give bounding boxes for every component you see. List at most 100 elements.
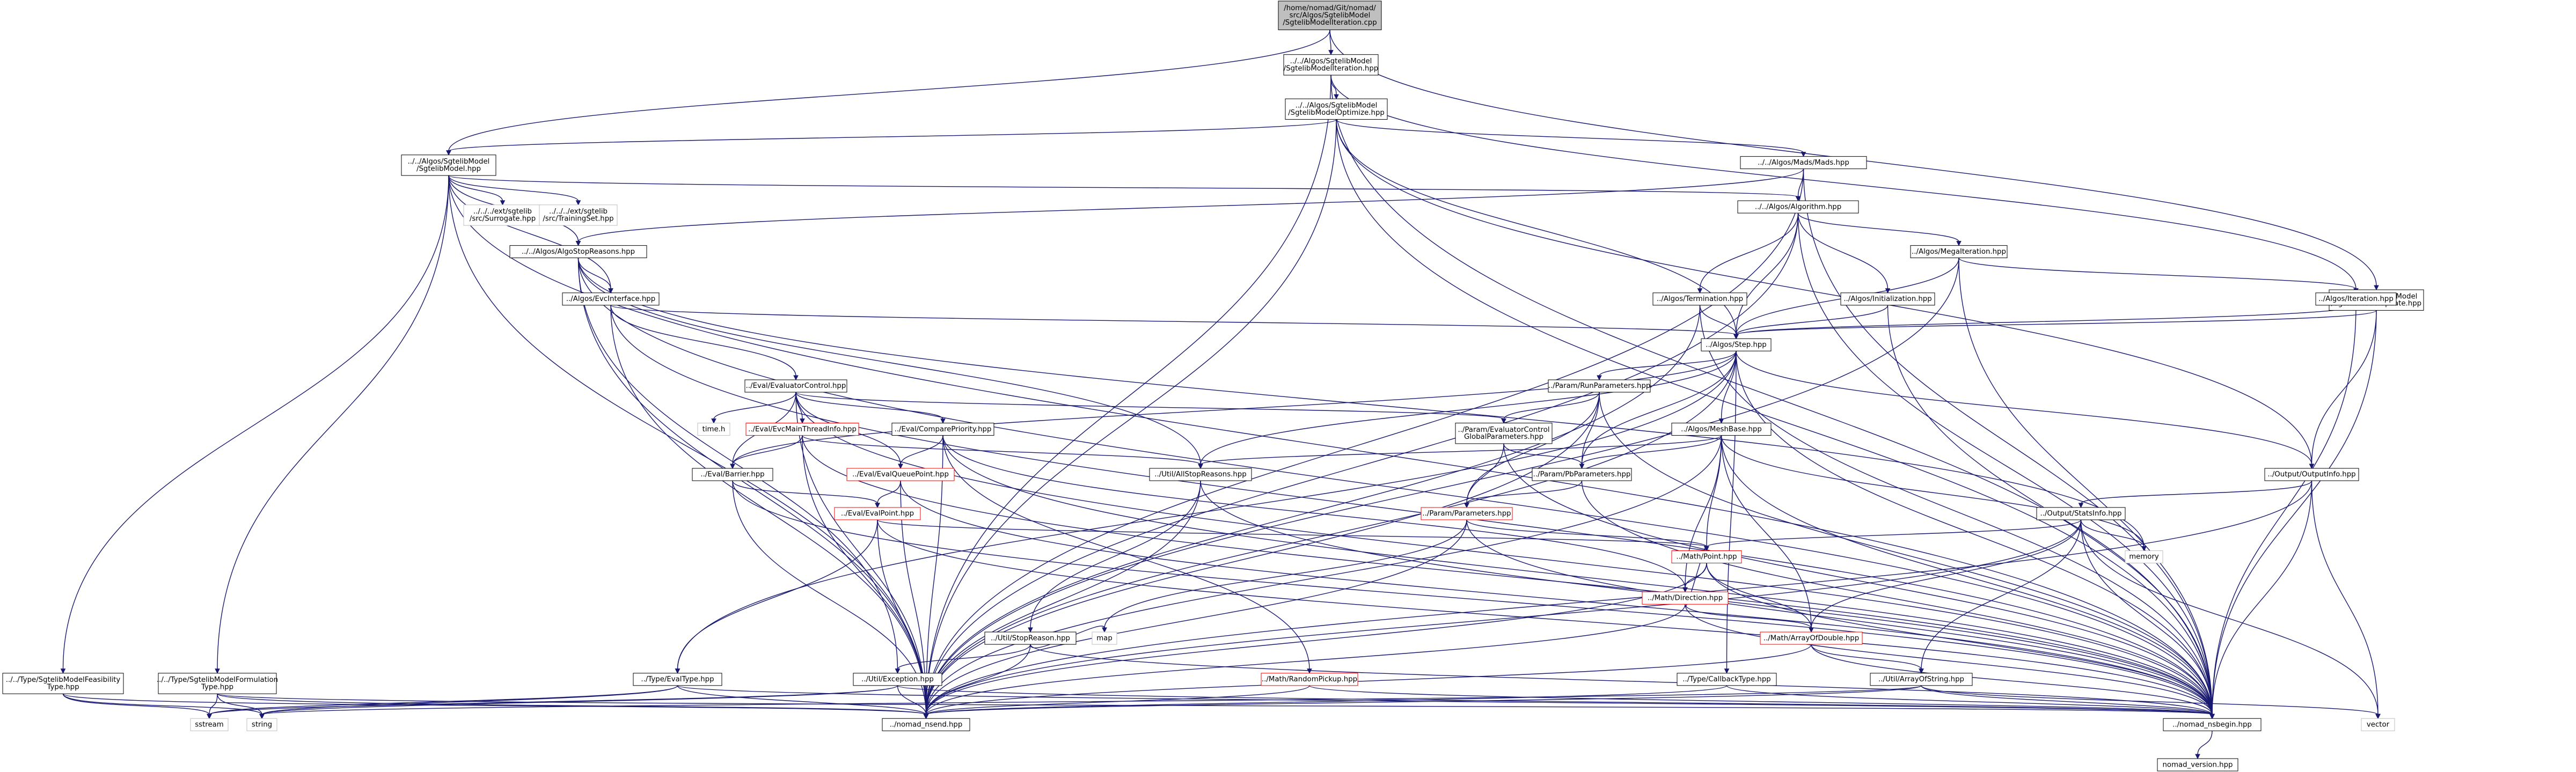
- node-memory: memory: [2125, 550, 2163, 564]
- dependency-edge: [261, 685, 1922, 715]
- node-direction-hpp[interactable]: ../Math/Direction.hpp: [1642, 591, 1729, 605]
- node-evalpoint-hpp[interactable]: ../Eval/EvalPoint.hpp: [834, 507, 921, 520]
- dependency-edge: [942, 435, 1686, 589]
- node-arrayofdouble-hpp[interactable]: ../Math/ArrayOfDouble.hpp: [1760, 631, 1863, 645]
- node-smi-hpp[interactable]: ../../Algos/SgtelibModel/SgtelibModelIte…: [1283, 54, 1379, 76]
- dependency-edge: [925, 481, 1201, 715]
- dependency-edge: [1503, 443, 2213, 715]
- node-box: [2163, 718, 2262, 731]
- node-evcmainthreadinfo-hpp[interactable]: ../Eval/EvcMainThreadInfo.hpp: [745, 423, 859, 436]
- node-evaluatorcontrol-hpp[interactable]: ../Eval/EvaluatorControl.hpp: [744, 379, 847, 393]
- node-comparepriority-hpp[interactable]: ../Eval/ComparePriority.hpp: [891, 423, 994, 436]
- node-box: [2361, 718, 2395, 731]
- node-label: /SgtelibModelIteration.hpp: [1284, 64, 1378, 72]
- dependency-edge: [1336, 119, 2312, 465]
- dependency-edge: [1685, 435, 1722, 589]
- node-box: [2157, 758, 2238, 771]
- dependency-edge: [610, 305, 796, 376]
- node-box: [1261, 673, 1358, 686]
- node-iteration-hpp[interactable]: ../Algos/Iteration.hpp: [2315, 292, 2397, 306]
- dependency-edge: [610, 305, 2213, 715]
- node-parameters-hpp[interactable]: ../Param/Parameters.hpp: [1421, 507, 1513, 520]
- node-allstopreasons-hpp[interactable]: ../Util/AllStopReasons.hpp: [1149, 468, 1252, 481]
- node-evaluatorcontrolglobal-hpp[interactable]: ../Param/EvaluatorControlGlobalParameter…: [1455, 423, 1553, 444]
- node-label: /SgtelibModel.hpp: [416, 165, 481, 173]
- edge-arrowhead: [1718, 418, 1724, 424]
- node-smo-hpp[interactable]: ../../Algos/SgtelibModel/SgtelibModelOpt…: [1285, 98, 1388, 120]
- dependency-edge: [877, 480, 901, 504]
- edge-arrowhead: [923, 714, 929, 719]
- dependency-edge: [2080, 519, 2145, 547]
- edge-arrowhead: [1464, 503, 1469, 509]
- dependency-edge: [1811, 644, 2213, 715]
- edge-arrowhead: [1307, 668, 1312, 674]
- node-meshbase-hpp[interactable]: ../Algos/MeshBase.hpp: [1671, 423, 1772, 436]
- node-label: ../../Algos/SgtelibModel: [1296, 101, 1378, 109]
- node-barrier-hpp[interactable]: ../Eval/Barrier.hpp: [692, 468, 773, 481]
- node-callbacktype-hpp[interactable]: ../Type/CallbackType.hpp: [1677, 673, 1777, 686]
- node-label: sstream: [195, 720, 224, 729]
- dependency-edge: [877, 519, 1707, 548]
- node-label: ../../../ext/sgtelib: [473, 208, 532, 216]
- node-label: /home/nomad/Git/nomad/: [1284, 4, 1376, 12]
- node-runparameters-hpp[interactable]: ../Param/RunParameters.hpp: [1548, 379, 1651, 393]
- node-box: [834, 507, 921, 520]
- node-mads-hpp[interactable]: ../../Algos/Mads/Mads.hpp: [1740, 156, 1867, 170]
- node-label: ../nomad_nsbegin.hpp: [2172, 720, 2252, 729]
- node-outputinfo-hpp[interactable]: ../Output/OutputInfo.hpp: [2264, 468, 2359, 481]
- dependency-edge: [1503, 392, 1600, 420]
- node-feas-hpp[interactable]: ../../Type/SgtelibModelFeasibilityType.h…: [2, 673, 124, 694]
- node-evaltype-hpp[interactable]: ../Type/EvalType.hpp: [633, 673, 722, 686]
- node-exception-hpp[interactable]: ../Util/Exception.hpp: [853, 673, 942, 686]
- dependency-edge: [1699, 213, 1799, 289]
- dependency-edge: [897, 685, 2213, 715]
- dependency-edge: [1581, 392, 1600, 465]
- node-box: [2315, 292, 2397, 306]
- edge-arrowhead: [446, 150, 451, 156]
- node-form-hpp[interactable]: ../../Type/SgtelibModelFormulationType.h…: [157, 673, 278, 694]
- dependency-edge: [448, 175, 927, 715]
- node-termination-hpp[interactable]: ../Algos/Termination.hpp: [1652, 292, 1747, 306]
- node-label: ../Util/StopReason.hpp: [991, 634, 1070, 642]
- node-pbparameters-hpp[interactable]: ../Param/PbParameters.hpp: [1532, 468, 1632, 481]
- dependency-edge: [448, 30, 1330, 151]
- node-box: [2264, 468, 2359, 481]
- node-step-hpp[interactable]: ../Algos/Step.hpp: [1701, 338, 1772, 351]
- node-box: [1701, 338, 1772, 351]
- node-box: [190, 718, 229, 731]
- node-statsinfo-hpp[interactable]: ../Output/StatsInfo.hpp: [2036, 507, 2126, 520]
- node-initialization-hpp[interactable]: ../Algos/Initialization.hpp: [1840, 292, 1935, 306]
- edge-arrowhead: [675, 668, 680, 674]
- node-evcinterface-hpp[interactable]: ../Algos/EvcInterface.hpp: [562, 292, 660, 306]
- node-evalqueuepoint-hpp[interactable]: ../Eval/EvalQueuePoint.hpp: [846, 468, 955, 481]
- node-algorithm-hpp[interactable]: ../../Algos/Algorithm.hpp: [1737, 200, 1859, 214]
- node-nomad-nsend[interactable]: ../nomad_nsend.hpp: [882, 718, 970, 731]
- dependency-edge: [1599, 351, 1737, 377]
- dependency-edge: [2197, 731, 2213, 755]
- node-stopreason-hpp[interactable]: ../Util/StopReason.hpp: [984, 631, 1077, 645]
- dependency-edge: [1797, 212, 1959, 242]
- dependency-edge: [802, 435, 1201, 465]
- node-megaiteration-hpp[interactable]: ../Algos/MegaIteration.hpp: [1910, 245, 2008, 259]
- edge-arrowhead: [1328, 50, 1334, 55]
- node-randompickup-hpp[interactable]: ../Math/RandomPickup.hpp: [1261, 673, 1358, 686]
- node-box: [697, 423, 730, 436]
- edge-arrowhead: [1334, 94, 1339, 100]
- dependency-edge: [1811, 519, 2082, 629]
- node-nomad-nsbegin[interactable]: ../nomad_nsbegin.hpp: [2163, 718, 2262, 731]
- node-nomad-version[interactable]: nomad_version.hpp: [2157, 758, 2238, 771]
- dependency-edge: [925, 519, 2082, 715]
- node-box: [853, 673, 942, 686]
- node-label: ../Algos/EvcInterface.hpp: [566, 295, 655, 303]
- node-point-hpp[interactable]: ../Math/Point.hpp: [1671, 550, 1742, 564]
- node-algostopreasons-hpp[interactable]: ../../Algos/AlgoStopReasons.hpp: [509, 245, 647, 259]
- edge-arrowhead: [940, 418, 946, 424]
- node-root: /home/nomad/Git/nomad/src/Algos/SgtelibM…: [1278, 1, 1382, 31]
- edge-arrowhead: [1704, 546, 1709, 552]
- node-box: [1737, 200, 1859, 214]
- node-arrayofstring-hpp[interactable]: ../Util/ArrayOfString.hpp: [1870, 673, 1973, 686]
- node-label: /SgtelibModelOptimize.hpp: [1288, 109, 1385, 117]
- dependency-edge: [1797, 213, 1889, 289]
- node-box: [509, 245, 647, 259]
- node-sm-hpp[interactable]: ../../Algos/SgtelibModel/SgtelibModel.hp…: [401, 155, 496, 176]
